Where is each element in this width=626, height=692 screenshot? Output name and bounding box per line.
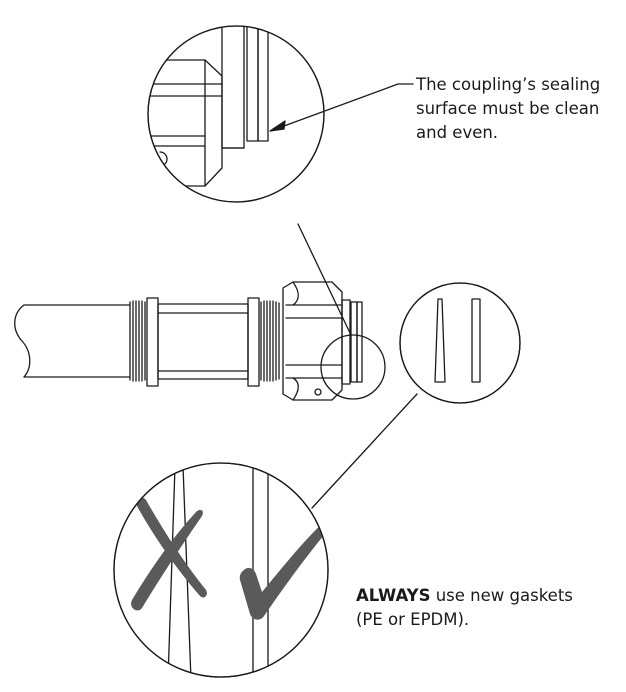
sealing-surface-note: The coupling’s sealing surface must be c… — [416, 73, 626, 145]
spigot-detail — [257, 26, 269, 142]
connector-line-top — [297, 223, 351, 334]
ring-right — [247, 297, 260, 387]
gasket-worn-profile — [434, 298, 446, 383]
gasket-note-line-1: ALWAYS use new gaskets — [356, 584, 616, 608]
spigot — [356, 301, 363, 383]
ring-left — [146, 297, 159, 387]
sealing-surface-arrow — [269, 83, 414, 132]
gasket-note-rest: use new gaskets — [430, 586, 573, 605]
gasket-new-profile — [471, 298, 481, 383]
gasket-note: ALWAYS use new gaskets (PE or EPDM). — [356, 584, 616, 632]
nut-hole — [314, 388, 322, 396]
gasket-note-emphasis: ALWAYS — [356, 586, 431, 605]
pipe-break — [14, 304, 31, 378]
gasket-note-line-2: (PE or EPDM). — [356, 610, 470, 629]
thread-right — [260, 300, 280, 382]
coupling-flange — [341, 299, 351, 385]
gasket — [350, 301, 358, 383]
check-mark-icon — [239, 518, 328, 620]
thread-left — [129, 300, 146, 382]
cross-mark-icon — [131, 497, 207, 611]
coupling-assembly — [14, 281, 363, 401]
sealing-note-line-3: and even. — [416, 123, 499, 142]
detail-circle — [320, 334, 386, 400]
zoom-circle-gasket-profiles — [399, 282, 521, 404]
zoom-circle-sealing-surface — [147, 25, 325, 203]
connector-line-bottom — [311, 393, 418, 509]
coupling-body — [157, 303, 249, 380]
zoom-circle-gasket-comparison — [113, 462, 329, 678]
sealing-note-line-1: The coupling’s sealing — [416, 75, 601, 94]
sealing-note-line-2: surface must be clean — [416, 99, 600, 118]
hex-nut — [282, 281, 343, 401]
pipe — [23, 304, 131, 378]
